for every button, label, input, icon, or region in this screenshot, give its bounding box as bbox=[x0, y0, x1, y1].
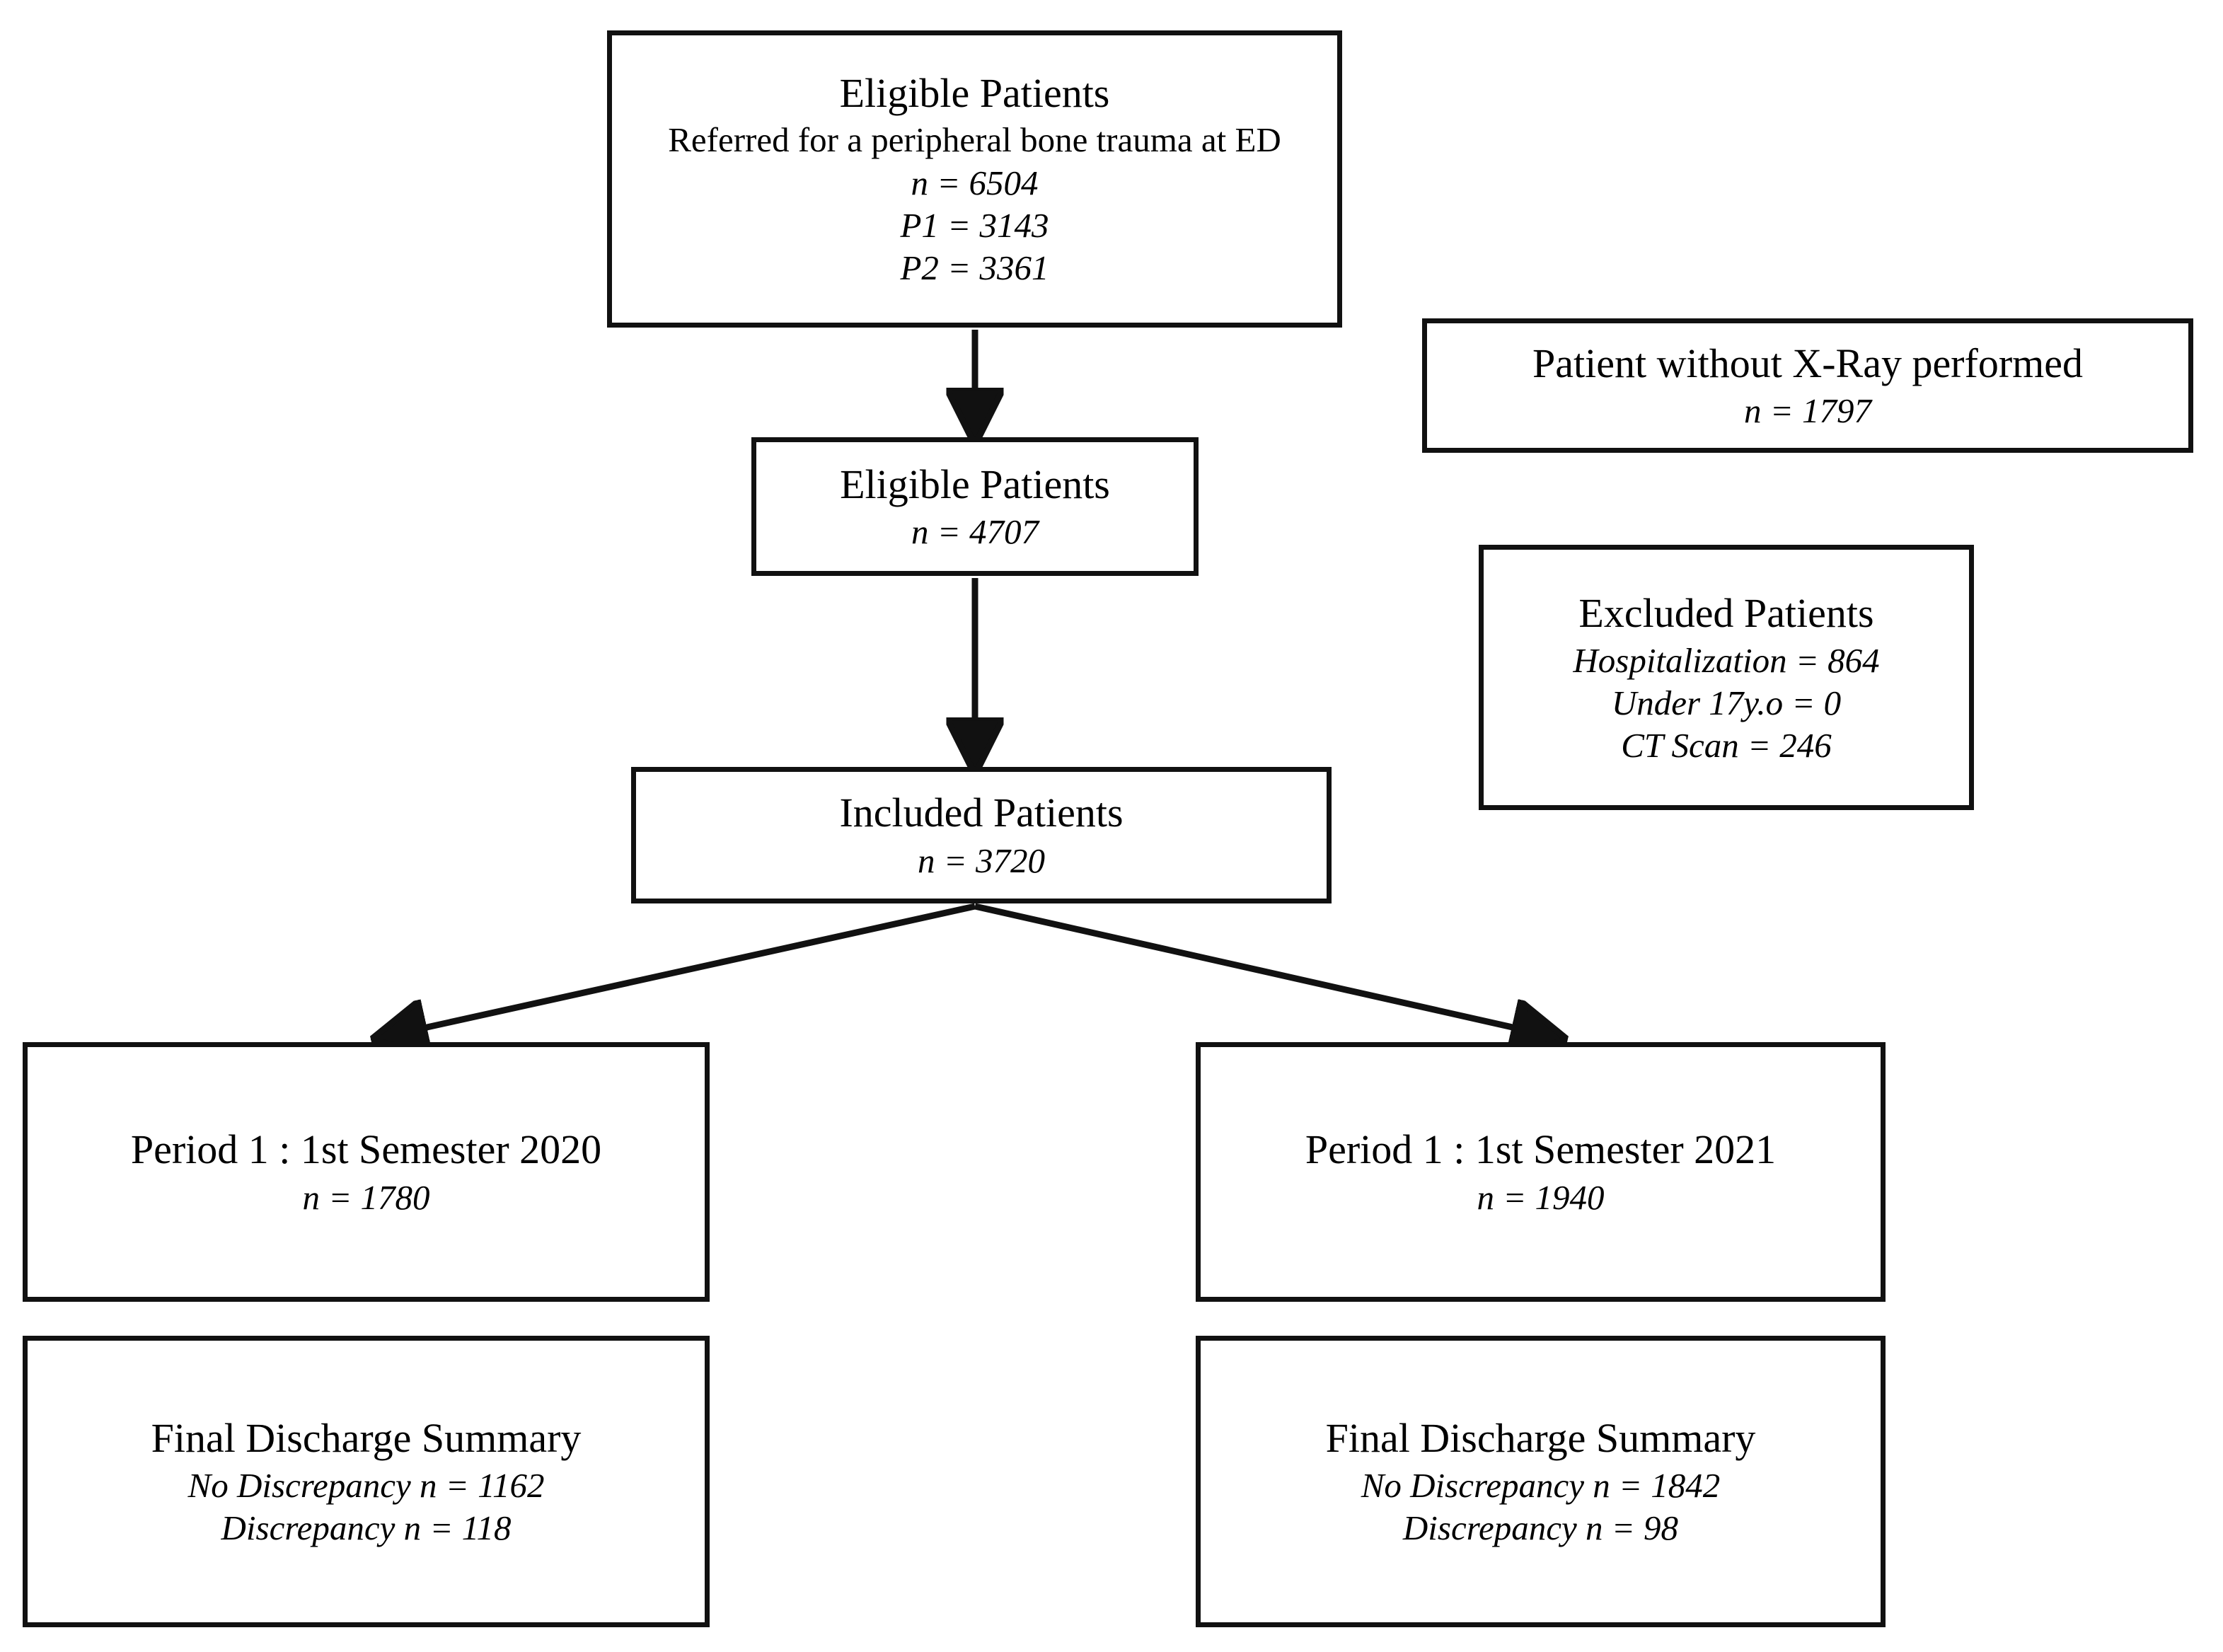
box-period-semester-2021: Period 1 : 1st Semester 2021 n = 1940 bbox=[1196, 1042, 1886, 1302]
box-title: Patient without X-Ray performed bbox=[1532, 340, 2083, 386]
box-stat-discrepancy: Discrepancy n = 98 bbox=[1402, 1508, 1679, 1548]
box-final-discharge-summary-2021: Final Discharge Summary No Discrepancy n… bbox=[1196, 1336, 1886, 1627]
box-eligible-patients-referred: Eligible Patients Referred for a periphe… bbox=[607, 30, 1342, 328]
box-stat-ct-scan: CT Scan = 246 bbox=[1621, 725, 1832, 765]
box-stat-hospitalization: Hospitalization = 864 bbox=[1573, 641, 1880, 680]
box-title: Period 1 : 1st Semester 2021 bbox=[1305, 1126, 1777, 1173]
box-title: Period 1 : 1st Semester 2020 bbox=[130, 1126, 602, 1173]
box-included-patients: Included Patients n = 3720 bbox=[631, 767, 1332, 903]
box-stat-n: n = 4707 bbox=[911, 512, 1039, 552]
box-stat-n: n = 1797 bbox=[1743, 391, 1872, 431]
box-stat-under-17: Under 17y.o = 0 bbox=[1611, 683, 1842, 722]
arrow-included-to-period-left bbox=[382, 903, 976, 1037]
box-stat-n: n = 1780 bbox=[302, 1177, 430, 1217]
box-subtitle: Referred for a peripheral bone trauma at… bbox=[668, 120, 1281, 159]
arrow-included-to-period-right bbox=[974, 903, 1557, 1037]
box-final-discharge-summary-2020: Final Discharge Summary No Discrepancy n… bbox=[23, 1336, 710, 1627]
box-title: Eligible Patients bbox=[839, 70, 1110, 117]
box-excluded-patients: Excluded Patients Hospitalization = 864 … bbox=[1479, 545, 1974, 810]
box-stat-n: n = 3720 bbox=[917, 841, 1046, 880]
box-title: Final Discharge Summary bbox=[1325, 1414, 1756, 1461]
box-title: Final Discharge Summary bbox=[151, 1414, 582, 1461]
box-stat-n: n = 1940 bbox=[1477, 1177, 1605, 1217]
box-patient-without-xray: Patient without X-Ray performed n = 1797 bbox=[1422, 318, 2193, 453]
box-period-semester-2020: Period 1 : 1st Semester 2020 n = 1780 bbox=[23, 1042, 710, 1302]
box-stat-no-discrepancy: No Discrepancy n = 1162 bbox=[187, 1466, 545, 1506]
box-stat-p1: P1 = 3143 bbox=[900, 206, 1049, 246]
box-title: Excluded Patients bbox=[1578, 589, 1874, 636]
box-title: Eligible Patients bbox=[840, 461, 1110, 507]
box-eligible-patients-4707: Eligible Patients n = 4707 bbox=[751, 437, 1199, 576]
box-stat-discrepancy: Discrepancy n = 118 bbox=[221, 1508, 512, 1548]
box-stat-p2: P2 = 3361 bbox=[900, 248, 1049, 288]
box-stat-n: n = 6504 bbox=[911, 163, 1039, 203]
box-stat-no-discrepancy: No Discrepancy n = 1842 bbox=[1361, 1466, 1721, 1506]
box-title: Included Patients bbox=[839, 790, 1124, 836]
